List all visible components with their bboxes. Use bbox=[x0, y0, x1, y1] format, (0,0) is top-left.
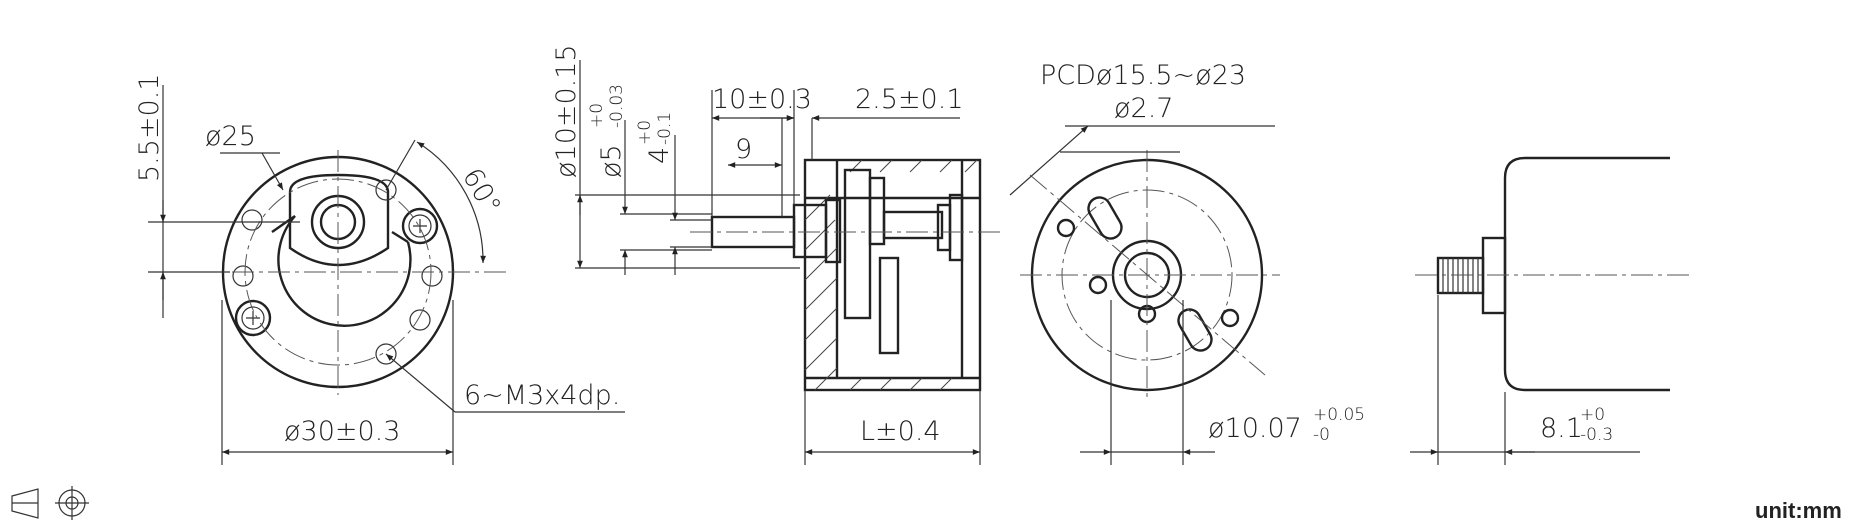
mount-holes-label: 6~M3x4dp. bbox=[464, 380, 620, 411]
bore-dimension: ø25 bbox=[205, 121, 256, 152]
pcd-dimension: PCDø15.5~ø23 bbox=[1040, 60, 1246, 91]
motor-shaft-dimension: ø10.07 bbox=[1208, 413, 1302, 444]
motor-shaft-tol-upper: +0.05 bbox=[1313, 405, 1365, 425]
shaft-small-tol-upper: +0 bbox=[587, 103, 607, 128]
third-angle-projection-icon bbox=[11, 486, 89, 520]
gearbox-front-view: 5.5±0.1 ø25 60° 6~M3x4dp. ø30±0.3 bbox=[134, 73, 625, 465]
body-length-dimension: L±0.4 bbox=[860, 416, 941, 447]
gearbox-side-section: ø10±0.15 ø5 +0 -0.03 4 +0 -0.1 10±0.3 9 … bbox=[551, 44, 1000, 465]
shaft-small-tol-lower: -0.03 bbox=[607, 84, 627, 128]
angle-dimension: 60° bbox=[456, 163, 507, 220]
motor-shaft-tol-lower: -0 bbox=[1313, 425, 1330, 445]
shaft-small-dimension: ø5 bbox=[596, 144, 627, 178]
motor-length-tol-upper: +0 bbox=[1580, 405, 1605, 425]
flat-length-dimension: 9 bbox=[735, 134, 752, 165]
flat-dimension: 4 bbox=[644, 147, 675, 164]
motor-length-dimension: 8.1 bbox=[1540, 413, 1583, 444]
shaft-length-dimension: 10±0.3 bbox=[712, 84, 812, 115]
motor-length-tol-lower: -0.3 bbox=[1580, 425, 1613, 445]
section-hatching bbox=[804, 159, 978, 391]
body-diameter-dimension: ø30±0.3 bbox=[284, 416, 400, 447]
boss-length-dimension: 2.5±0.1 bbox=[855, 84, 964, 115]
unit-label: unit:mm bbox=[1755, 498, 1842, 523]
motor-side-view: 8.1 +0 -0.3 bbox=[1410, 156, 1690, 465]
screw-icon bbox=[401, 207, 439, 245]
motor-end-view: PCDø15.5~ø23 ø2.7 ø10.07 +0.05 -0 bbox=[1009, 60, 1365, 465]
flat-tol-lower: -0.1 bbox=[655, 112, 675, 145]
flat-tol-upper: +0 bbox=[635, 120, 655, 145]
hole-diameter-dimension: ø2.7 bbox=[1114, 93, 1173, 124]
offset-dimension: 5.5±0.1 bbox=[134, 73, 165, 182]
shaft-diameter-dimension: ø10±0.15 bbox=[551, 44, 582, 178]
